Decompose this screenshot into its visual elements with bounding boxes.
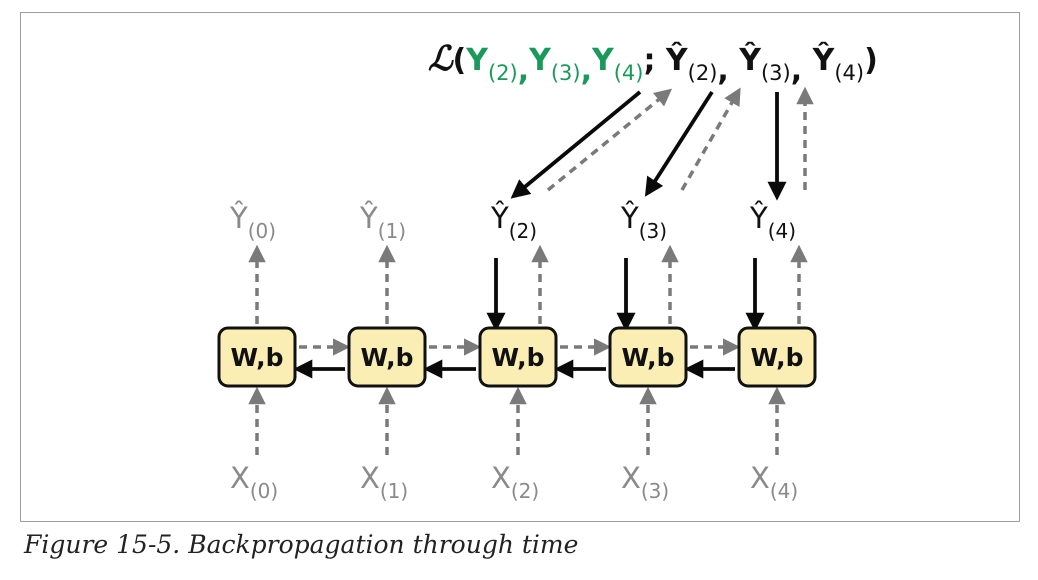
prediction-symbol: Ŷ: [729, 41, 762, 78]
rnn-cell-label: W,b: [492, 343, 545, 372]
rnn-cell: W,b: [737, 326, 817, 388]
rnn-cell-box: [608, 326, 688, 388]
labels-layer: X(0) X(1) X(2) X(3) X(4) Ŷ(0) Ŷ(1) Ŷ(2) Ŷ(3) Ŷ(4): [229, 201, 798, 503]
loss-forward-arrow: [546, 88, 673, 192]
rnn-cell: W,b: [217, 326, 297, 388]
prediction-step: (4): [834, 61, 864, 85]
output-label: Ŷ(3): [620, 201, 667, 243]
figure-frame: [20, 12, 1020, 522]
prediction-symbol: Ŷ: [802, 41, 835, 78]
rnn-cell-label: W,b: [751, 343, 804, 372]
rnn-cell: W,b: [478, 326, 558, 388]
arrows-layer: [248, 86, 814, 455]
target-symbol: Y: [591, 43, 615, 78]
input-label: X(0): [230, 461, 278, 503]
output-label: Ŷ(0): [229, 201, 276, 243]
rnn-cell-box: [217, 326, 297, 388]
target-step: (3): [551, 61, 581, 85]
prediction-step: (2): [688, 61, 718, 85]
loss-function-label: ℒ(Y(2),Y(3),Y(4); Ŷ(2), Ŷ(3), Ŷ(4)): [428, 39, 878, 88]
rnn-cell-label: W,b: [622, 343, 675, 372]
rnn-cell-label: W,b: [231, 343, 284, 372]
output-label: Ŷ(4): [749, 201, 796, 243]
figure-caption: Figure 15-5. Backpropagation through tim…: [24, 530, 579, 559]
loss-forward-arrow: [680, 87, 741, 191]
target-step: (4): [614, 61, 644, 85]
target-symbol: Y: [465, 43, 489, 78]
output-label: Ŷ(2): [490, 201, 537, 243]
prediction-symbol: Ŷ: [655, 41, 688, 78]
loss-gradient-arrow: [510, 90, 642, 199]
input-label: X(1): [360, 461, 408, 503]
loss-script-symbol: ℒ: [428, 39, 454, 79]
input-label: X(2): [491, 461, 539, 503]
input-label: X(4): [750, 461, 798, 503]
output-label: Ŷ(1): [359, 201, 406, 243]
rnn-cell-box: [478, 326, 558, 388]
loss-gradient-arrow: [644, 90, 714, 197]
rnn-cell-label: W,b: [361, 343, 414, 372]
rnn-cell-box: [347, 326, 427, 388]
target-step: (2): [488, 61, 518, 85]
rnn-cell: W,b: [347, 326, 427, 388]
loss-expression: ℒ(Y(2),Y(3),Y(4); Ŷ(2), Ŷ(3), Ŷ(4)): [428, 39, 878, 88]
cells-layer: W,b W,b W,b W,b W,b: [217, 326, 817, 388]
input-label: X(3): [621, 461, 669, 503]
prediction-step: (3): [761, 61, 791, 85]
rnn-cell: W,b: [608, 326, 688, 388]
rnn-cell-box: [737, 326, 817, 388]
target-symbol: Y: [528, 43, 552, 78]
